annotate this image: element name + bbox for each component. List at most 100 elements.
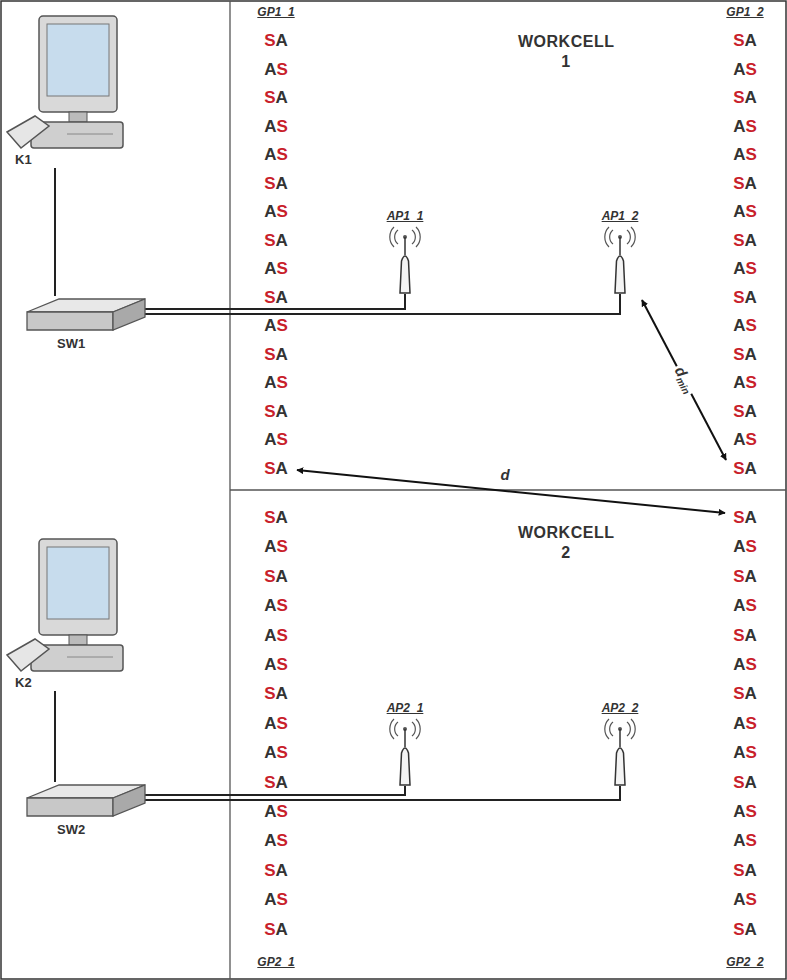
sensor-actuator-tag: AS: [732, 803, 758, 820]
sensor-actuator-tag: AS: [732, 117, 758, 134]
switch-icon: [25, 296, 147, 336]
antenna-icon: [385, 716, 425, 786]
sensor-actuator-tag: AS: [263, 146, 289, 163]
sensor-actuator-tag: AS: [263, 374, 289, 391]
sensor-actuator-tag: AS: [732, 146, 758, 163]
access-point-label: AP2_1: [370, 700, 440, 716]
antenna-icon: [385, 224, 425, 294]
sensor-actuator-tag: SA: [732, 920, 758, 937]
sensor-actuator-tag: SA: [263, 509, 289, 526]
sensor-actuator-tag: AS: [263, 260, 289, 277]
antenna-icon: [600, 716, 640, 786]
sensor-actuator-tag: SA: [732, 174, 758, 191]
access-point-node: AP1_2: [585, 208, 655, 294]
sensor-actuator-tag: SA: [732, 685, 758, 702]
switch-icon: [25, 782, 147, 822]
sensor-actuator-tag: AS: [732, 60, 758, 77]
computer-node: K2: [5, 535, 130, 691]
sensor-actuator-tag: SA: [263, 773, 289, 790]
sensor-actuator-tag: AS: [732, 597, 758, 614]
sensor-actuator-tag: SA: [263, 89, 289, 106]
sensor-actuator-tag: SA: [732, 509, 758, 526]
group-label: GP1_1: [257, 6, 294, 18]
switch-node: SW2: [25, 782, 147, 838]
sensor-actuator-tag: AS: [263, 431, 289, 448]
sensor-actuator-tag: SA: [263, 32, 289, 49]
sensor-actuator-tag: SA: [263, 459, 289, 476]
sensor-actuator-tag: SA: [732, 459, 758, 476]
sensor-actuator-tag: AS: [732, 714, 758, 731]
computer-label: K2: [15, 675, 130, 691]
sensor-actuator-tag: SA: [732, 345, 758, 362]
switch-node: SW1: [25, 296, 147, 352]
sensor-actuator-tag: AS: [263, 317, 289, 334]
sensor-actuator-tag: SA: [263, 685, 289, 702]
network-cable: [54, 691, 56, 782]
sensor-actuator-tag: AS: [263, 60, 289, 77]
sensor-actuator-tag: SA: [263, 402, 289, 419]
sensor-actuator-tag: SA: [732, 773, 758, 790]
antenna-icon: [600, 224, 640, 294]
workcell-region: WORKCELL 2 AP2_1 AP2_2: [231, 491, 787, 980]
sensor-actuator-tag: SA: [263, 567, 289, 584]
sensor-actuator-tag: AS: [263, 744, 289, 761]
computer-label: K1: [15, 152, 130, 168]
sensor-actuator-tag: AS: [732, 203, 758, 220]
sensor-actuator-tag: SA: [263, 288, 289, 305]
sensor-actuator-tag: AS: [263, 803, 289, 820]
sensor-actuator-tag: AS: [263, 597, 289, 614]
sensor-actuator-tag: AS: [732, 891, 758, 908]
sensor-actuator-tag: AS: [732, 260, 758, 277]
access-point-label: AP2_2: [585, 700, 655, 716]
sensor-actuator-tag: AS: [263, 714, 289, 731]
group-label: GP2_1: [257, 956, 294, 968]
access-point-label: AP1_1: [370, 208, 440, 224]
sensor-actuator-tag: SA: [263, 231, 289, 248]
switch-label: SW2: [57, 822, 147, 838]
computer-icon: [5, 535, 130, 675]
sensor-actuator-tag: SA: [263, 174, 289, 191]
sensor-actuator-tag: AS: [263, 656, 289, 673]
access-point-label: AP1_2: [585, 208, 655, 224]
sensor-actuator-tag: AS: [732, 656, 758, 673]
sensor-actuator-tag: SA: [732, 626, 758, 643]
sensor-actuator-tag: AS: [732, 538, 758, 555]
sensor-actuator-tag: SA: [732, 89, 758, 106]
switch-label: SW1: [57, 336, 147, 352]
workcell-region: WORKCELL 1 AP1_1 AP1_2: [231, 0, 787, 489]
sensor-actuator-tag: AS: [263, 203, 289, 220]
sensor-actuator-tag: SA: [732, 402, 758, 419]
network-cable: [145, 294, 620, 314]
sensor-actuator-tag: SA: [263, 345, 289, 362]
sensor-actuator-tag: AS: [263, 832, 289, 849]
computer-node: K1: [5, 12, 130, 168]
sensor-actuator-tag: AS: [263, 117, 289, 134]
sensor-actuator-tag: AS: [263, 538, 289, 555]
workcell-title: WORKCELL 1: [518, 32, 614, 72]
access-point-node: AP2_2: [585, 700, 655, 786]
sensor-actuator-tag: SA: [732, 32, 758, 49]
sensor-actuator-tag: AS: [732, 832, 758, 849]
sensor-actuator-tag: SA: [732, 861, 758, 878]
group-label: GP1_2: [726, 6, 763, 18]
sensor-actuator-tag: SA: [732, 288, 758, 305]
min-distance-label: dmin: [669, 362, 699, 398]
min-distance-arrow: [642, 300, 726, 460]
group-label: GP2_2: [726, 956, 763, 968]
workcell-title: WORKCELL 2: [518, 523, 614, 563]
sensor-actuator-tag: AS: [732, 374, 758, 391]
sensor-actuator-tag: SA: [732, 567, 758, 584]
sensor-actuator-tag: AS: [263, 626, 289, 643]
sensor-actuator-tag: AS: [732, 431, 758, 448]
sensor-actuator-tag: AS: [732, 317, 758, 334]
network-cable: [145, 786, 620, 800]
computer-icon: [5, 12, 130, 152]
sensor-actuator-tag: SA: [732, 231, 758, 248]
sensor-actuator-tag: SA: [263, 861, 289, 878]
distance-label: d: [498, 467, 511, 482]
access-point-node: AP1_1: [370, 208, 440, 294]
sensor-actuator-tag: AS: [732, 744, 758, 761]
